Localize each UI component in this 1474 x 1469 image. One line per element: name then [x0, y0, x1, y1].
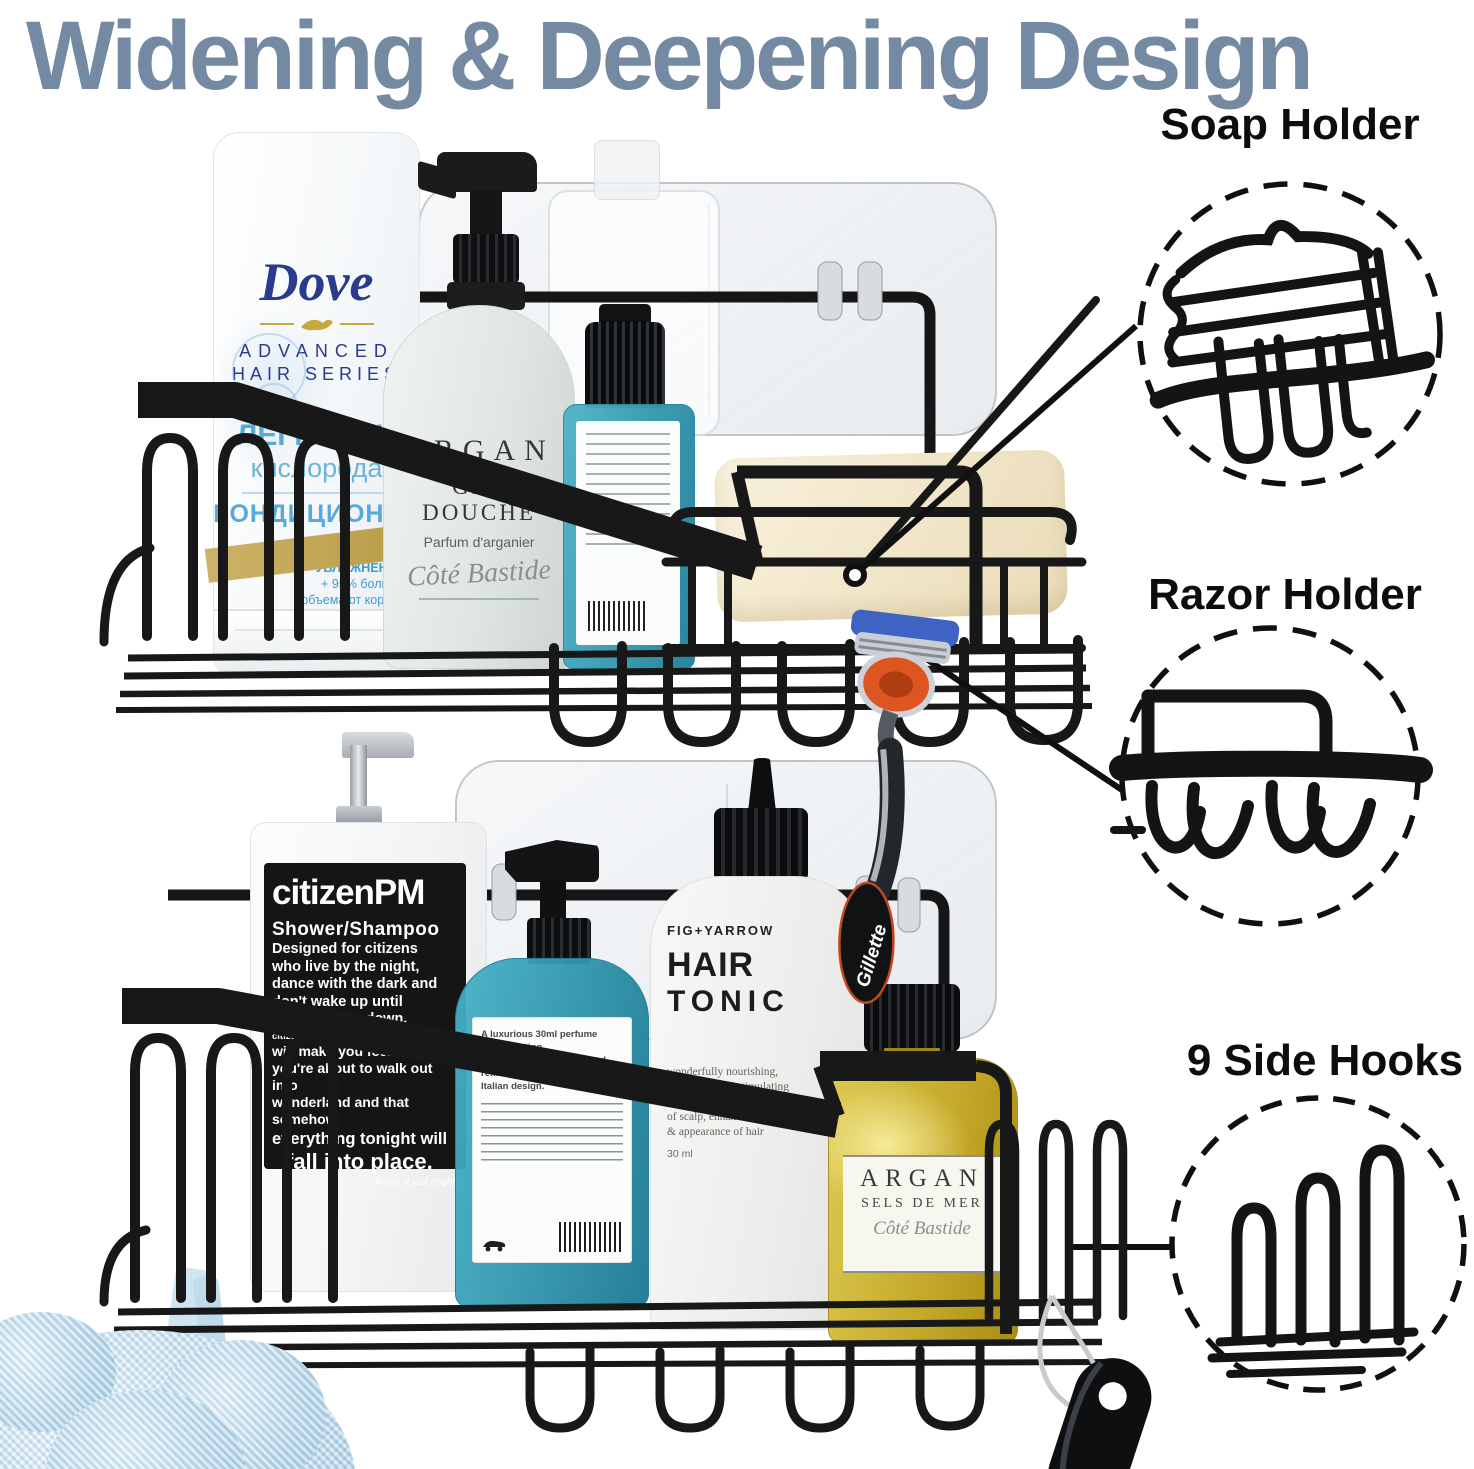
dove-logo: Dove [259, 252, 374, 312]
page-title: Widening & Deepening Design [26, 1, 1314, 110]
argan-pump-stem [470, 190, 502, 238]
hanging-accessory [1048, 1358, 1152, 1469]
argan-pump-collar [453, 234, 519, 284]
citizenpm-label: citizenPM Shower/Shampoo Designed for ci… [264, 863, 466, 1188]
blue-bottle-cap [585, 322, 665, 408]
teal-pump-bottle: A luxurious 30ml perfume incorporating q… [455, 958, 649, 1308]
fig-yarrow-size: 30 ml [667, 1148, 693, 1160]
hanging-strap [1037, 1294, 1111, 1417]
citizenpm-pump-collar [336, 806, 382, 826]
soap-bar [713, 449, 1069, 623]
argan-gel-bottle: ARGAN GEL DOUCHE Parfum d'arganier Côté … [383, 305, 575, 669]
droplet-decoration [250, 383, 298, 431]
fig-yarrow-description: wonderfully nourishing, conditions and s… [667, 1066, 791, 1138]
argan-pump-head [437, 152, 537, 192]
teal-bottle-label: A luxurious 30ml perfume incorporating q… [472, 1017, 632, 1263]
citizenpm-pump-stem [350, 745, 367, 821]
blue-bottle [563, 404, 695, 669]
argan-oil-bottle: ARGAN SELS DE MER Côté Bastide [828, 1058, 1018, 1344]
dove-bird-icon [300, 319, 333, 331]
dove-ru-line2: кислорода [250, 453, 383, 483]
car-icon [483, 1240, 506, 1252]
dove-bird-separator [259, 315, 374, 333]
teal-pump-stem [540, 880, 566, 922]
razor-holder-label: Razor Holder [1148, 570, 1422, 619]
loofah-sponge [0, 1312, 356, 1469]
dropper-cap [714, 808, 808, 882]
bottom-hanging-hooks [525, 1341, 985, 1433]
side-hooks-inset [1169, 1095, 1467, 1393]
ghost-pump-silhouette [594, 140, 660, 200]
argan-gel-label: ARGAN GEL DOUCHE Parfum d'arganier Côté … [396, 434, 562, 600]
fine-print-texture [481, 1103, 623, 1165]
razor-holder-inset [1109, 625, 1433, 927]
soap-holder-label: Soap Holder [1160, 100, 1420, 149]
barcode [559, 1222, 623, 1252]
soap-holder-inset [1137, 181, 1443, 487]
citizenpm-bottle: citizenPM Shower/Shampoo Designed for ci… [250, 822, 487, 1292]
argan-oil-cap [864, 984, 960, 1052]
argan-oil-label: ARGAN SELS DE MER Côté Bastide [843, 1155, 1001, 1273]
blue-bottle-label [576, 421, 680, 645]
fig-yarrow-label: FIG+YARROW HAIR TONIC wonderfully nouris… [667, 923, 847, 1160]
side-hooks-label: 9 Side Hooks [1186, 1036, 1464, 1085]
